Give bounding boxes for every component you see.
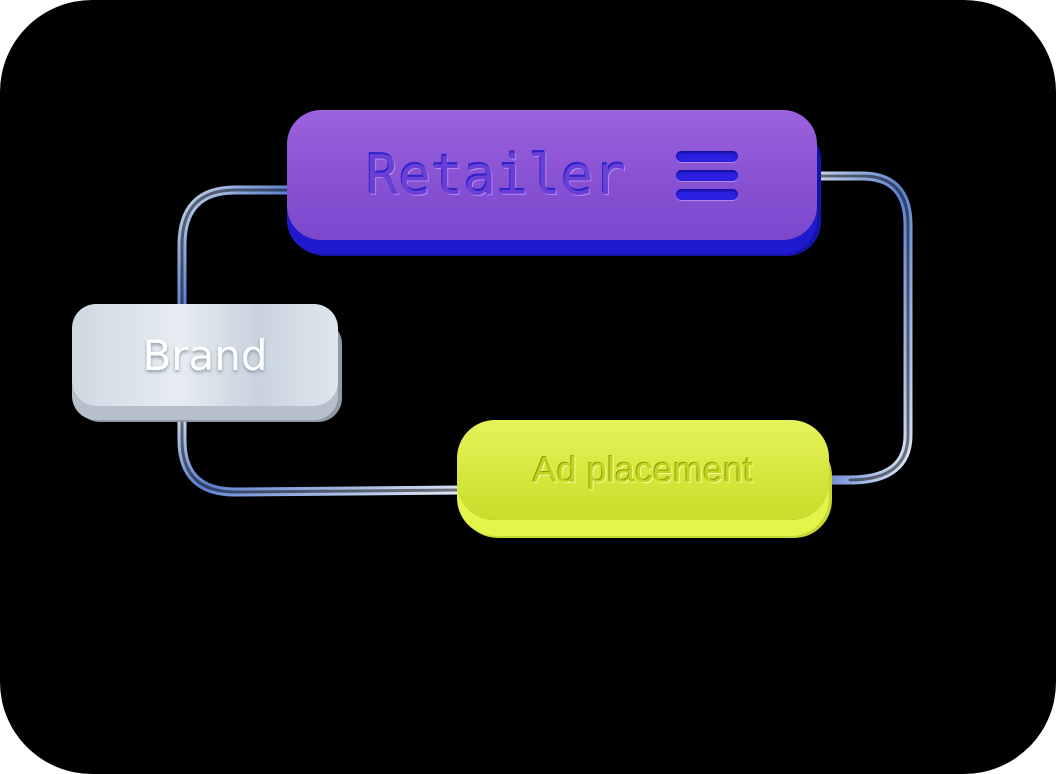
ad-placement-label: Ad placement [532, 449, 754, 490]
ad-placement-node: Ad placement [457, 420, 829, 520]
retailer-node: Retailer [287, 110, 817, 240]
menu-icon [676, 150, 739, 200]
connector-retailer-ad [810, 171, 913, 485]
connector-brand-ad [177, 415, 465, 497]
brand-node: Brand [72, 304, 338, 406]
brand-label: Brand [142, 330, 268, 380]
connector-retailer-brand [177, 185, 295, 315]
retailer-label: Retailer [365, 143, 627, 207]
